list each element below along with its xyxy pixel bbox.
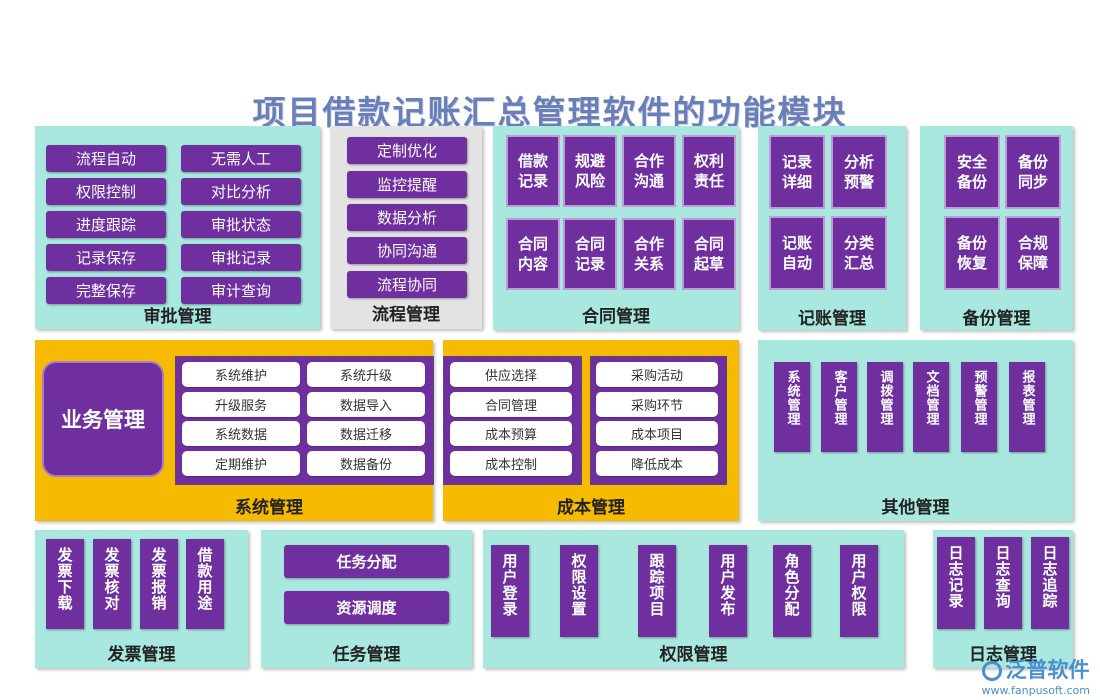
bookkeeping-item[interactable]: 记录详细 (769, 135, 825, 209)
permission-item[interactable]: 权限设置 (560, 545, 598, 637)
process-item[interactable]: 数据分析 (347, 204, 467, 231)
log-item[interactable]: 日志追踪 (1031, 537, 1069, 629)
system-item[interactable]: 升级服务 (182, 392, 300, 417)
permission-item[interactable]: 用户登录 (491, 545, 529, 637)
approval-item[interactable]: 流程自动 (46, 145, 166, 172)
approval-item[interactable]: 记录保存 (46, 244, 166, 271)
contract-item[interactable]: 合作沟通 (622, 135, 676, 207)
approval-item[interactable]: 完整保存 (46, 277, 166, 304)
contract-label: 合同管理 (582, 307, 650, 327)
page-title: 项目借款记账汇总管理软件的功能模块 (252, 93, 848, 132)
invoice-label: 发票管理 (107, 645, 176, 665)
system-item[interactable]: 定期维护 (182, 451, 300, 476)
brand-logo-icon (981, 661, 1002, 681)
cost-item[interactable]: 降低成本 (596, 451, 718, 476)
system-panel: 业务管理 系统维护 系统升级 升级服务 数据导入 系统数据 数据迁移 定期维护 … (35, 340, 434, 521)
approval-item[interactable]: 审批状态 (181, 211, 301, 238)
approval-item[interactable]: 审计查询 (181, 277, 301, 304)
approval-item[interactable]: 权限控制 (46, 178, 166, 205)
task-panel: 任务分配 资源调度 任务管理 (261, 530, 472, 668)
other-item[interactable]: 系统管理 (774, 362, 810, 452)
cost-item[interactable]: 成本预算 (450, 421, 572, 446)
approval-label: 审批管理 (143, 307, 212, 327)
contract-item[interactable]: 借款记录 (506, 135, 560, 207)
business-management-button[interactable]: 业务管理 (42, 361, 164, 477)
task-item[interactable]: 任务分配 (284, 545, 449, 578)
approval-item[interactable]: 进度跟踪 (46, 211, 166, 238)
backup-item[interactable]: 合规保障 (1005, 216, 1061, 290)
backup-item[interactable]: 安全备份 (944, 135, 1000, 209)
process-panel: 定制优化 监控提醒 数据分析 协同沟通 流程协同 流程管理 (330, 126, 482, 329)
system-item[interactable]: 数据备份 (307, 451, 425, 476)
other-item[interactable]: 文档管理 (913, 362, 949, 452)
permission-panel: 用户登录 权限设置 跟踪项目 用户发布 角色分配 用户权限 权限管理 (483, 530, 904, 668)
cost-item[interactable]: 采购环节 (596, 392, 718, 417)
bookkeeping-item[interactable]: 分类汇总 (831, 216, 887, 290)
invoice-item[interactable]: 发票报销 (140, 539, 178, 629)
other-item[interactable]: 调拨管理 (867, 362, 903, 452)
log-item[interactable]: 日志查询 (984, 537, 1022, 629)
invoice-item[interactable]: 借款用途 (186, 539, 224, 629)
other-item[interactable]: 报表管理 (1009, 362, 1045, 452)
system-item[interactable]: 系统升级 (307, 362, 425, 387)
brand-logo: 泛普软件 www.fanpusoft.com (981, 654, 1090, 697)
system-item[interactable]: 系统维护 (182, 362, 300, 387)
invoice-panel: 发票下载 发票核对 发票报销 借款用途 发票管理 (35, 530, 248, 668)
cost-label: 成本管理 (557, 498, 625, 518)
approval-item[interactable]: 无需人工 (181, 145, 301, 172)
other-item[interactable]: 预警管理 (961, 362, 997, 452)
permission-item[interactable]: 跟踪项目 (638, 545, 676, 637)
backup-item[interactable]: 备份同步 (1005, 135, 1061, 209)
permission-label: 权限管理 (659, 645, 728, 665)
cost-item[interactable]: 合同管理 (450, 392, 572, 417)
cost-item[interactable]: 采购活动 (596, 362, 718, 387)
cost-item[interactable]: 供应选择 (450, 362, 572, 387)
system-item[interactable]: 数据导入 (307, 392, 425, 417)
approval-item[interactable]: 审批记录 (181, 244, 301, 271)
process-item[interactable]: 流程协同 (347, 271, 467, 298)
contract-item[interactable]: 合作关系 (622, 218, 676, 290)
bookkeeping-item[interactable]: 分析预警 (831, 135, 887, 209)
log-label: 日志管理 (969, 645, 1037, 665)
task-item[interactable]: 资源调度 (284, 591, 449, 624)
process-item[interactable]: 监控提醒 (347, 171, 467, 198)
process-label: 流程管理 (372, 305, 440, 325)
other-panel: 系统管理 客户管理 调拨管理 文档管理 预警管理 报表管理 其他管理 (758, 340, 1073, 521)
system-item[interactable]: 数据迁移 (307, 421, 425, 446)
other-item[interactable]: 客户管理 (821, 362, 857, 452)
contract-item[interactable]: 权利责任 (682, 135, 736, 207)
permission-item[interactable]: 用户权限 (840, 545, 878, 637)
bookkeeping-label: 记账管理 (798, 309, 866, 329)
contract-item[interactable]: 规避风险 (563, 135, 617, 207)
system-item[interactable]: 系统数据 (182, 421, 300, 446)
invoice-item[interactable]: 发票下载 (46, 539, 84, 629)
invoice-item[interactable]: 发票核对 (93, 539, 131, 629)
bookkeeping-item[interactable]: 记账自动 (769, 216, 825, 290)
backup-item[interactable]: 备份恢复 (944, 216, 1000, 290)
contract-panel: 借款记录 规避风险 合作沟通 权利责任 合同内容 合同记录 合作关系 合同起草 … (493, 126, 739, 330)
contract-item[interactable]: 合同起草 (682, 218, 736, 290)
bookkeeping-panel: 记录详细 分析预警 记账自动 分类汇总 记账管理 (758, 126, 906, 330)
backup-label: 备份管理 (962, 309, 1031, 329)
brand-name: 泛普软件 (1005, 658, 1090, 682)
approval-panel: 流程自动 无需人工 权限控制 对比分析 进度跟踪 审批状态 记录保存 审批记录 … (35, 126, 320, 329)
permission-item[interactable]: 角色分配 (773, 545, 811, 637)
log-item[interactable]: 日志记录 (937, 537, 975, 629)
brand-url: www.fanpusoft.com (981, 684, 1090, 697)
process-item[interactable]: 协同沟通 (347, 237, 467, 264)
task-label: 任务管理 (332, 645, 401, 665)
other-label: 其他管理 (881, 498, 950, 518)
backup-panel: 安全备份 备份同步 备份恢复 合规保障 备份管理 (920, 126, 1073, 330)
permission-item[interactable]: 用户发布 (709, 545, 747, 637)
contract-item[interactable]: 合同记录 (563, 218, 617, 290)
cost-item[interactable]: 成本项目 (596, 421, 718, 446)
cost-panel: 供应选择 采购活动 合同管理 采购环节 成本预算 成本项目 成本控制 降低成本 … (443, 340, 739, 521)
process-item[interactable]: 定制优化 (347, 137, 467, 164)
approval-item[interactable]: 对比分析 (181, 178, 301, 205)
system-label: 系统管理 (235, 498, 303, 518)
log-panel: 日志记录 日志查询 日志追踪 日志管理 (933, 530, 1073, 668)
contract-item[interactable]: 合同内容 (506, 218, 560, 290)
cost-item[interactable]: 成本控制 (450, 451, 572, 476)
